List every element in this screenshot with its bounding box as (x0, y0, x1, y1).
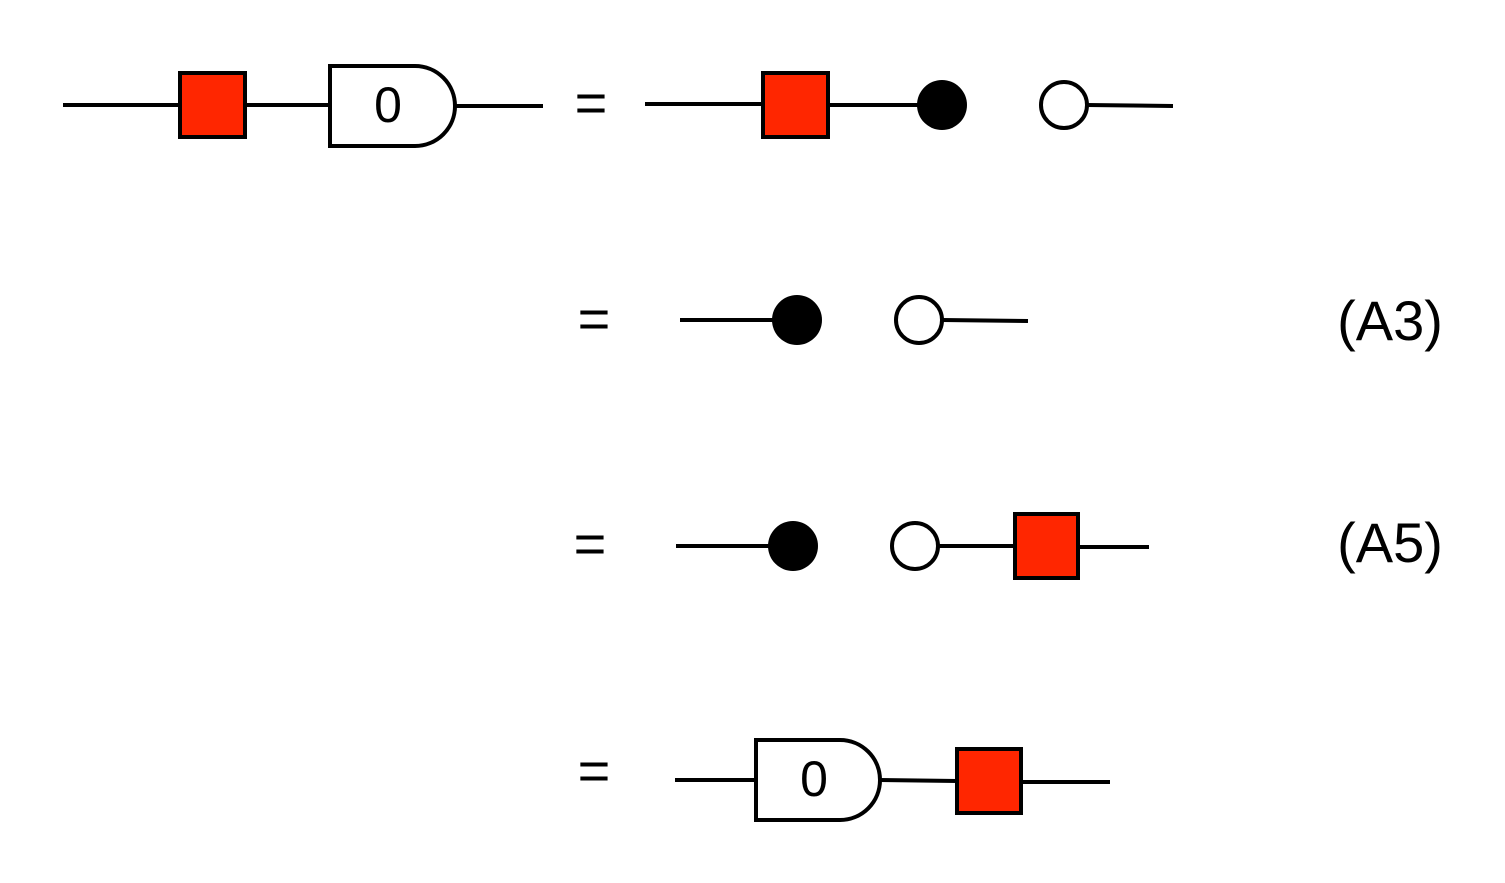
red-box (1013, 512, 1080, 580)
wire (941, 318, 1029, 323)
open-circle (894, 295, 944, 345)
equals-sign: = (575, 71, 608, 134)
filled-circle (917, 80, 967, 130)
open-circle (1039, 80, 1089, 130)
filled-circle (772, 295, 822, 345)
row-4-rhs: 0 (675, 738, 1110, 822)
filled-circle (768, 521, 818, 571)
zero-gate (328, 64, 457, 148)
red-box (761, 71, 830, 139)
equation-ref: (A3) (1337, 289, 1443, 352)
gate-label: 0 (374, 77, 402, 133)
open-circle (890, 521, 940, 571)
row-3-rhs (676, 512, 1149, 580)
row-2-rhs (680, 295, 1029, 345)
equals-sign: = (574, 512, 607, 575)
row-1-rhs (645, 71, 1174, 139)
row-1-lhs: 0 (63, 64, 543, 148)
red-box (955, 747, 1023, 815)
wire (1086, 103, 1174, 108)
wire (879, 778, 958, 783)
equals-sign: = (578, 739, 611, 802)
gate-label: 0 (800, 751, 828, 807)
red-box (178, 71, 247, 139)
zero-gate (754, 738, 882, 822)
equals-sign: = (578, 287, 611, 350)
equation-ref: (A5) (1337, 511, 1443, 574)
